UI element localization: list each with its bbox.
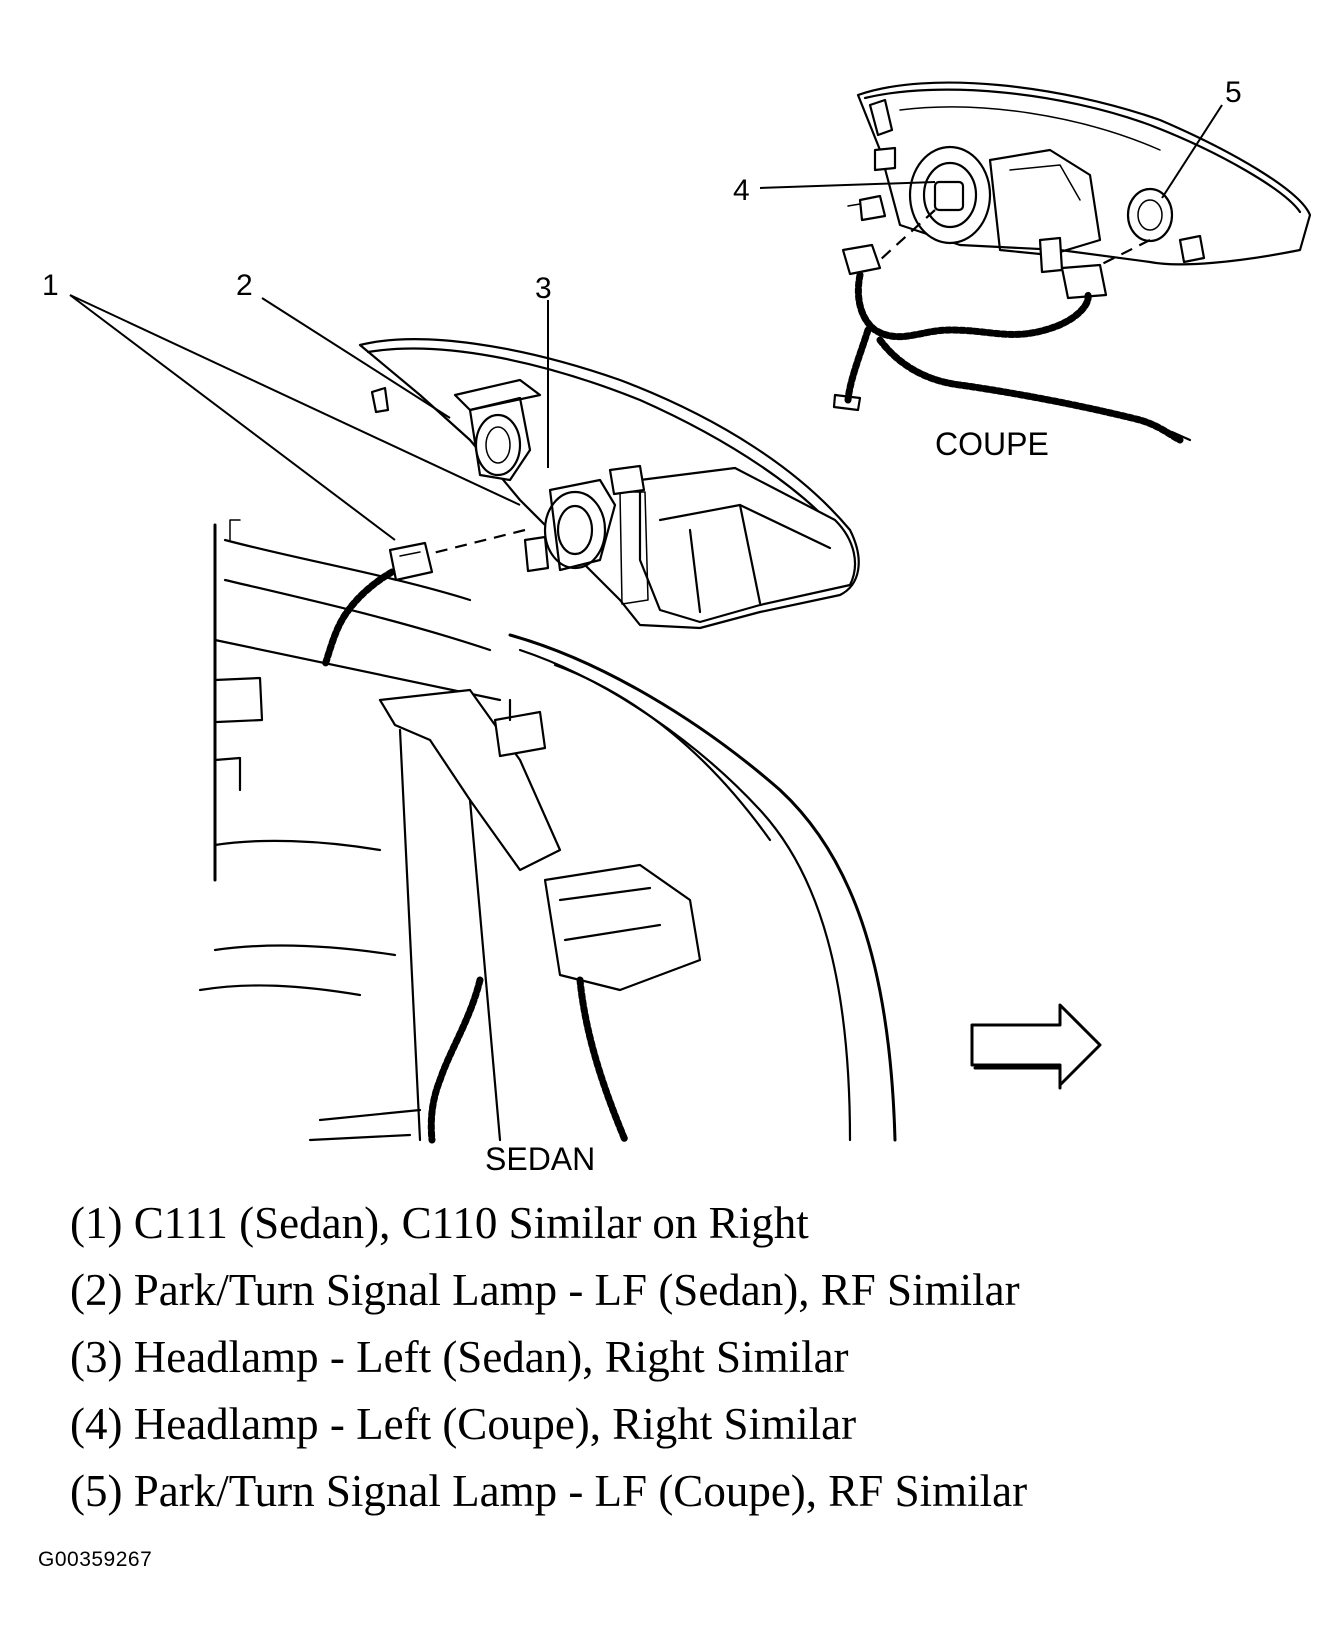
- sedan-headlamp-assembly: [198, 338, 897, 1144]
- figure-id: G00359267: [38, 1548, 153, 1571]
- callout-1: 1: [42, 269, 59, 302]
- callout-5: 5: [1225, 76, 1242, 109]
- callout-4: 4: [733, 174, 750, 207]
- sedan-view-label: SEDAN: [485, 1141, 595, 1177]
- legend-item-3: (3) Headlamp - Left (Sedan), Right Simil…: [70, 1332, 849, 1382]
- callout-3: 3: [535, 272, 552, 305]
- legend-list: (1) C111 (Sedan), C110 Similar on Right …: [70, 1190, 1270, 1525]
- coupe-headlamp-assembly: [832, 81, 1312, 444]
- legend-item-5: (5) Park/Turn Signal Lamp - LF (Coupe), …: [70, 1466, 1028, 1516]
- legend-item-1: (1) C111 (Sedan), C110 Similar on Right: [70, 1198, 809, 1248]
- legend-item-2: (2) Park/Turn Signal Lamp - LF (Sedan), …: [70, 1265, 1020, 1315]
- coupe-view-label: COUPE: [935, 426, 1049, 462]
- legend-item-4: (4) Headlamp - Left (Coupe), Right Simil…: [70, 1399, 857, 1449]
- callout-leaders: [69, 104, 1223, 541]
- callout-2: 2: [236, 269, 253, 302]
- headlamp-connector-diagram: 1 2 3 4 5 COUPE SEDAN: [42, 76, 1312, 1177]
- front-direction-arrow-icon: [970, 1003, 1102, 1090]
